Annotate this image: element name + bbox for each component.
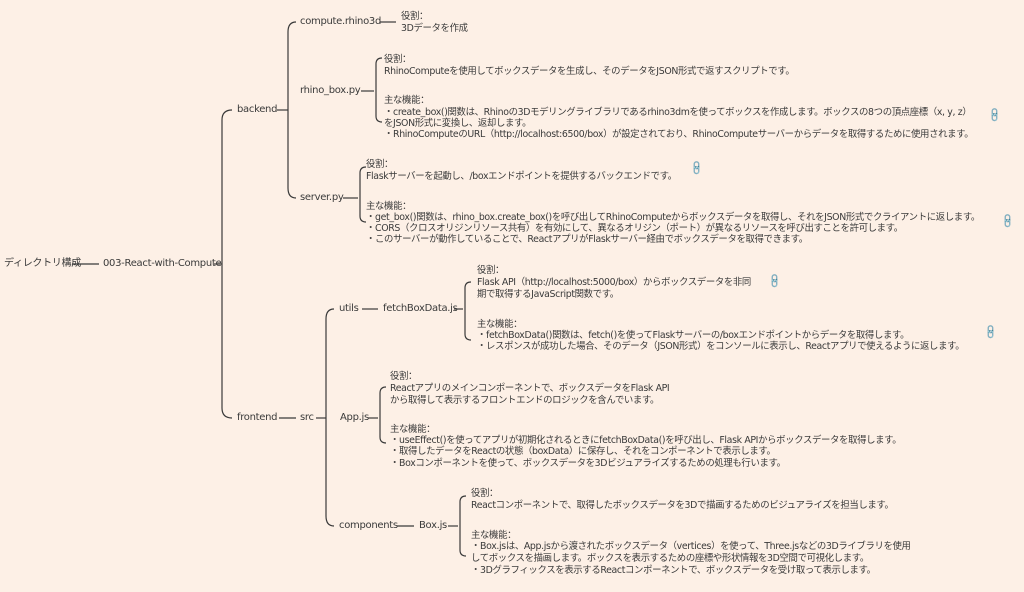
note-line: 3Dデータを作成 [401,23,468,34]
note-line: 主な機能： [390,424,436,435]
note-line: ・fetchBoxData()関数は、fetch()を使ってFlaskサーバーの… [477,330,910,341]
note-line: ・レスポンスが成功した場合、そのデータ（JSON形式）をコンソールに表示し、Re… [477,341,965,352]
note-line: 主な機能： [471,530,517,541]
note-line: Flask API（http://localhost:5000/box）からボッ… [477,277,751,288]
note-line: 役割： [366,159,394,170]
note-line: ・create_box()関数は、Rhinoの3Dモデリングライブラリであるrh… [384,107,972,118]
note-line: 期で取得するJavaScript関数です。 [477,289,619,300]
note-line: してボックスを描画します。ボックスを表示するための座標や形状情報を3D空間で可視… [471,553,869,564]
app-js-node[interactable]: App.js [340,412,369,423]
components-node[interactable]: components [339,520,398,531]
note-line: 主な機能： [477,319,523,330]
box-js-node[interactable]: Box.js [419,520,447,531]
note-line: Reactコンポーネントで、取得したボックスデータを3Dで描画するためのビジュア… [471,500,894,511]
compute-rhino3d-node[interactable]: compute.rhino3d [300,16,382,27]
note-line: 役割： [477,265,505,276]
note-line: 役割： [471,488,499,499]
note-line: をJSON形式に変換し、返却します。 [384,118,532,129]
frontend-node[interactable]: frontend [237,412,278,423]
note-line: Reactアプリのメインコンポーネントで、ボックスデータをFlask API [390,383,670,394]
fetchboxdata-node[interactable]: fetchBoxData.js [383,303,458,314]
note-line: ・Box.jsは、App.jsから渡されたボックスデータ（vertices）を使… [471,541,911,552]
note-line: Flaskサーバーを起動し、/boxエンドポイントを提供するバックエンドです。 [366,171,677,182]
note-line: 主な機能： [384,95,430,106]
note-line: ・CORS（クロスオリジンリソース共有）を有効にして、異なるオリジン（ポート）が… [366,223,903,234]
backend-node[interactable]: backend [237,104,278,115]
note-line: から取得して表示するフロントエンドのロジックを含んでいます。 [390,395,660,406]
root-node[interactable]: ディレクトリ構成 [4,258,81,269]
note-line: 主な機能： [366,201,412,212]
note-line: ・RhinoComputeのURL（http://localhost:6500/… [384,129,974,140]
note-line: ・このサーバーが動作していることで、ReactアプリがFlaskサーバー経由でボ… [366,234,808,245]
rhino-box-node[interactable]: rhino_box.py [300,85,361,96]
note-line: ・useEffect()を使ってアプリが初期化されるときにfetchBoxDat… [390,435,902,446]
note-line: RhinoComputeを使用してボックスデータを生成し、そのデータをJSON形… [384,66,795,77]
src-node[interactable]: src [300,412,314,423]
note-line: ・Boxコンポーネントを使って、ボックスデータを3Dビジュアライズするための処理… [390,458,786,469]
note-line: ・get_box()関数は、rhino_box.create_box()を呼び出… [366,212,980,223]
utils-node[interactable]: utils [339,303,359,314]
note-line: 役割： [390,371,418,382]
note-line: ・3Dグラフィックスを表示するReactコンポーネントで、ボックスデータを受け取… [471,565,876,576]
note-line: 役割： [384,54,412,65]
project-node[interactable]: 003-React-with-Compute [103,258,222,269]
note-line: ・取得したデータをReactの状態（boxData）に保存し、それをコンポーネン… [390,446,776,457]
server-py-node[interactable]: server.py [300,192,344,203]
note-line: 役割： [401,11,429,22]
